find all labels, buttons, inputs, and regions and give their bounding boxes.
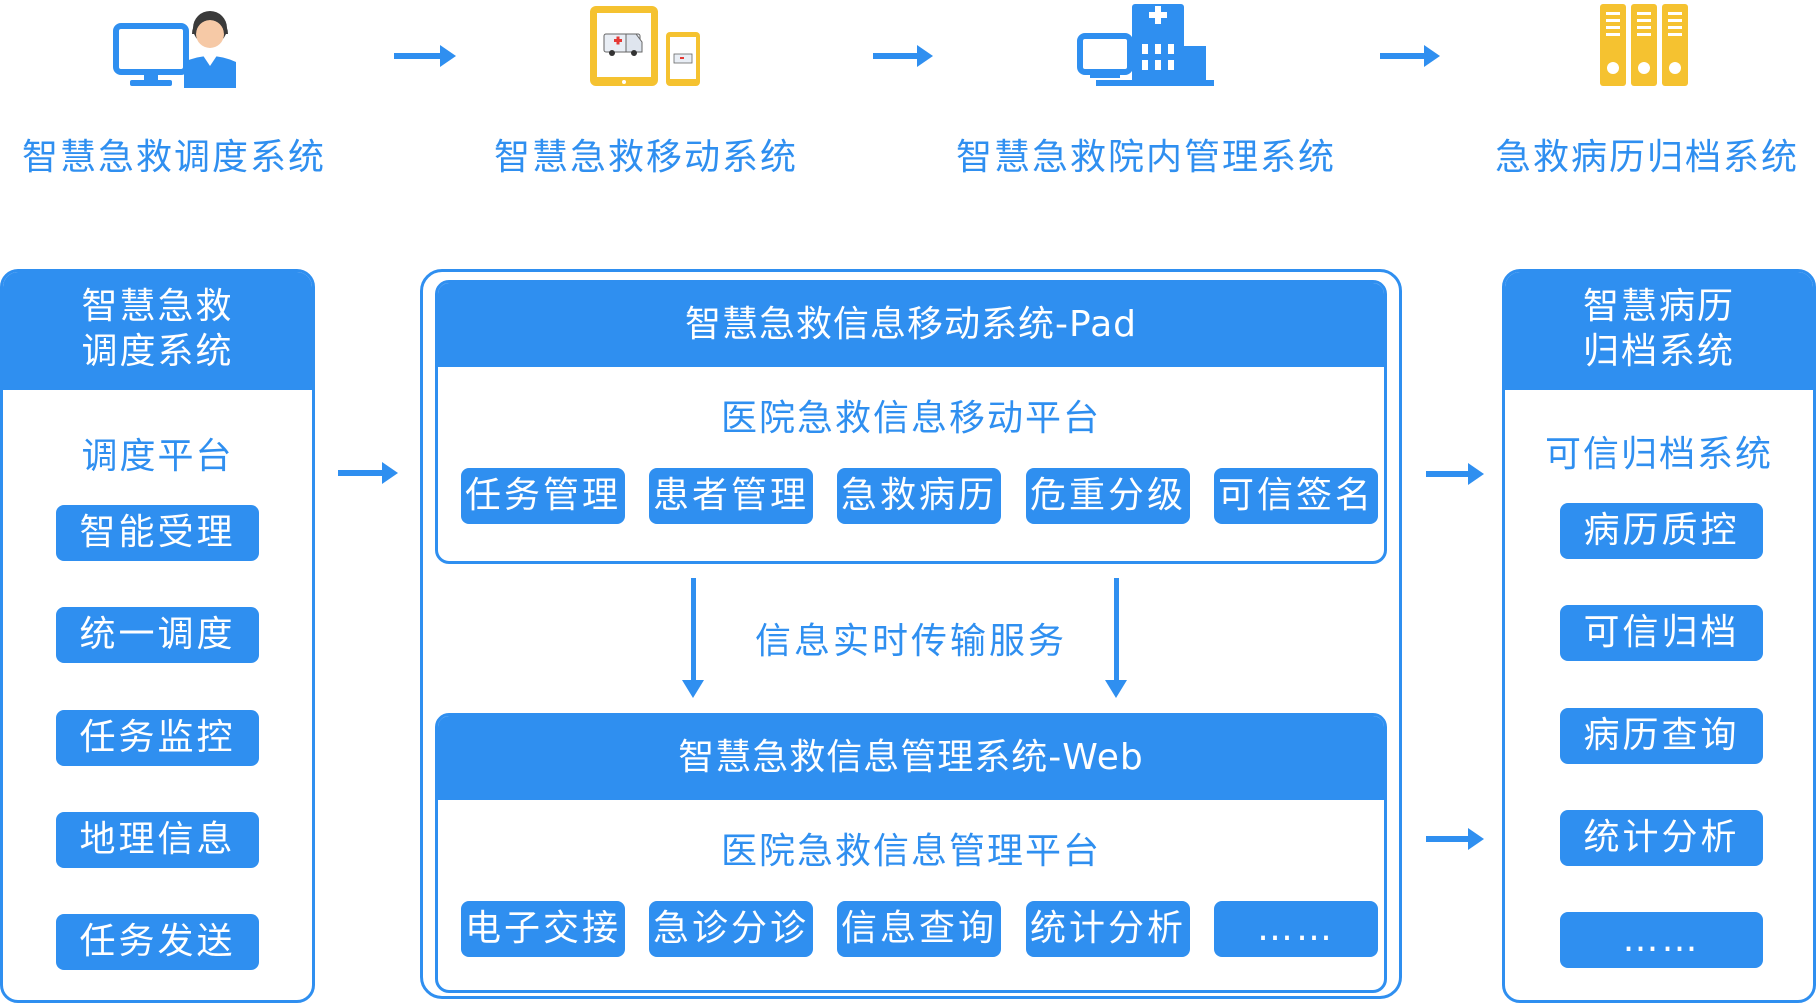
left-item-4[interactable]: 地理信息 xyxy=(56,812,259,868)
pad-item-1[interactable]: 任务管理 xyxy=(461,468,625,524)
right-panel-title-line2: 归档系统 xyxy=(1582,331,1735,372)
top-flow-label-3: 智慧急救院内管理系统 xyxy=(956,137,1337,178)
right-item-3[interactable]: 病历查询 xyxy=(1560,708,1763,764)
left-item-2[interactable]: 统一调度 xyxy=(56,607,259,663)
pad-platform-subtitle: 医院急救信息移动平台 xyxy=(720,398,1101,439)
top-flow-label-4: 急救病历归档系统 xyxy=(1495,137,1800,178)
realtime-transfer-label: 信息实时传输服务 xyxy=(754,621,1067,662)
right-panel-title-line1: 智慧病历 xyxy=(1582,286,1735,327)
pad-item-5[interactable]: 可信签名 xyxy=(1214,468,1378,524)
right-panel-subtitle: 可信归档系统 xyxy=(1544,434,1773,475)
left-item-3[interactable]: 任务监控 xyxy=(56,710,259,766)
center-to-right-arrow-bottom xyxy=(1426,828,1484,850)
left-item-5[interactable]: 任务发送 xyxy=(56,914,259,970)
web-platform-subtitle: 医院急救信息管理平台 xyxy=(720,831,1101,872)
top-flow-label-2: 智慧急救移动系统 xyxy=(494,137,799,178)
pad-item-2[interactable]: 患者管理 xyxy=(649,468,813,524)
pad-item-4[interactable]: 危重分级 xyxy=(1026,468,1190,524)
web-system-title: 智慧急救信息管理系统-Web xyxy=(438,716,1384,800)
dispatcher-computer-icon xyxy=(113,11,236,88)
web-item-2[interactable]: 急诊分诊 xyxy=(649,901,813,957)
left-item-1[interactable]: 智能受理 xyxy=(56,505,259,561)
left-panel-dispatch: 智慧急救 调度系统 调度平台 智能受理 统一调度 任务监控 地理信息 任务发送 xyxy=(0,269,315,1003)
web-system-box: 智慧急救信息管理系统-Web 医院急救信息管理平台 电子交接 急诊分诊 信息查询… xyxy=(435,713,1387,993)
web-item-4[interactable]: 统计分析 xyxy=(1026,901,1190,957)
tablet-ambulance-icon xyxy=(590,6,700,86)
down-arrow-left xyxy=(682,578,704,698)
web-item-3[interactable]: 信息查询 xyxy=(837,901,1001,957)
flow-arrow-1 xyxy=(394,45,456,67)
right-item-1[interactable]: 病历质控 xyxy=(1560,503,1763,559)
right-item-2[interactable]: 可信归档 xyxy=(1560,605,1763,661)
down-arrow-right xyxy=(1105,578,1127,698)
right-panel-archive: 智慧病历 归档系统 可信归档系统 病历质控 可信归档 病历查询 统计分析 …… xyxy=(1502,269,1816,1003)
right-panel-header: 智慧病历 归档系统 xyxy=(1505,272,1813,390)
left-panel-header: 智慧急救 调度系统 xyxy=(3,272,312,390)
right-item-5[interactable]: …… xyxy=(1560,912,1763,968)
flow-arrow-2 xyxy=(873,45,933,67)
center-panel: 智慧急救信息移动系统-Pad 医院急救信息移动平台 任务管理 患者管理 急救病历… xyxy=(420,269,1402,999)
pad-system-box: 智慧急救信息移动系统-Pad 医院急救信息移动平台 任务管理 患者管理 急救病历… xyxy=(435,280,1387,564)
pad-system-title: 智慧急救信息移动系统-Pad xyxy=(438,283,1384,367)
right-item-4[interactable]: 统计分析 xyxy=(1560,810,1763,866)
web-item-5[interactable]: …… xyxy=(1214,901,1378,957)
left-panel-title-line2: 调度系统 xyxy=(81,331,234,372)
left-panel-title-line1: 智慧急救 xyxy=(81,286,234,327)
left-to-center-arrow xyxy=(338,462,398,484)
archive-binders-icon xyxy=(1600,4,1688,86)
left-panel-subtitle: 调度平台 xyxy=(81,436,234,477)
center-to-right-arrow-top xyxy=(1426,463,1484,485)
pad-item-3[interactable]: 急救病历 xyxy=(837,468,1001,524)
top-flow-label-1: 智慧急救调度系统 xyxy=(22,137,327,178)
flow-arrow-3 xyxy=(1380,45,1440,67)
web-item-1[interactable]: 电子交接 xyxy=(461,901,625,957)
hospital-building-icon xyxy=(1077,4,1214,86)
